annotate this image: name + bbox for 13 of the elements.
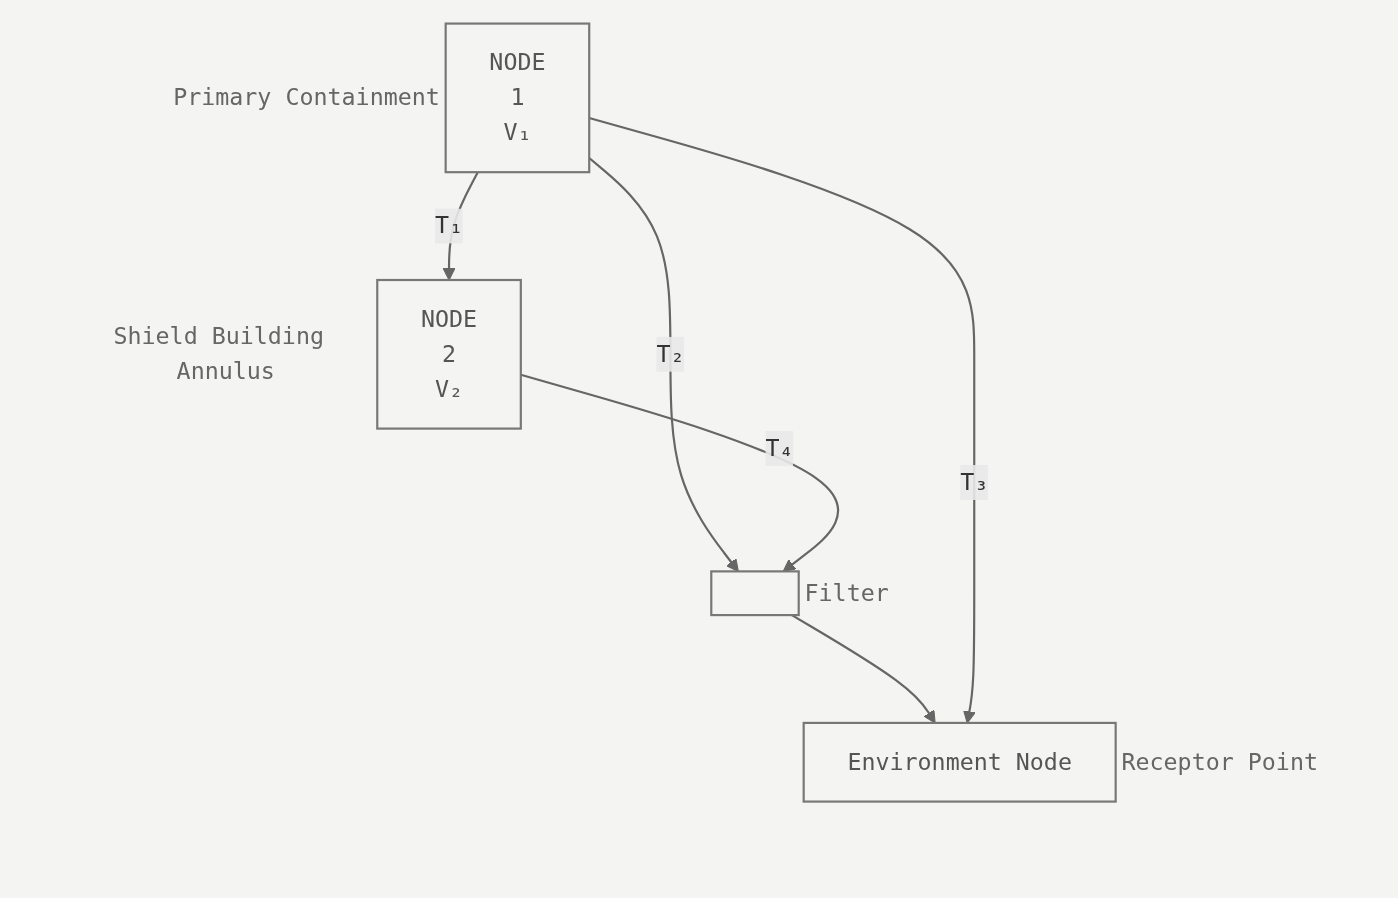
edge-label: T₄ (765, 434, 794, 462)
arrow (520, 373, 839, 572)
node-box: NODE 1 V₁ (444, 22, 591, 174)
node-box: Environment Node (802, 721, 1117, 803)
node-label: Filter (804, 578, 889, 607)
node-label: Primary Containment (173, 83, 440, 111)
node-label: Shield Building Annulus (113, 322, 324, 385)
node-label: Receptor Point (1121, 747, 1318, 776)
node-box (710, 570, 800, 617)
edge-label: T₂ (656, 339, 685, 368)
edge-label: T₃ (960, 467, 989, 496)
node-box: NODE 2 V₂ (376, 278, 522, 430)
edge-label: T₁ (435, 211, 464, 240)
